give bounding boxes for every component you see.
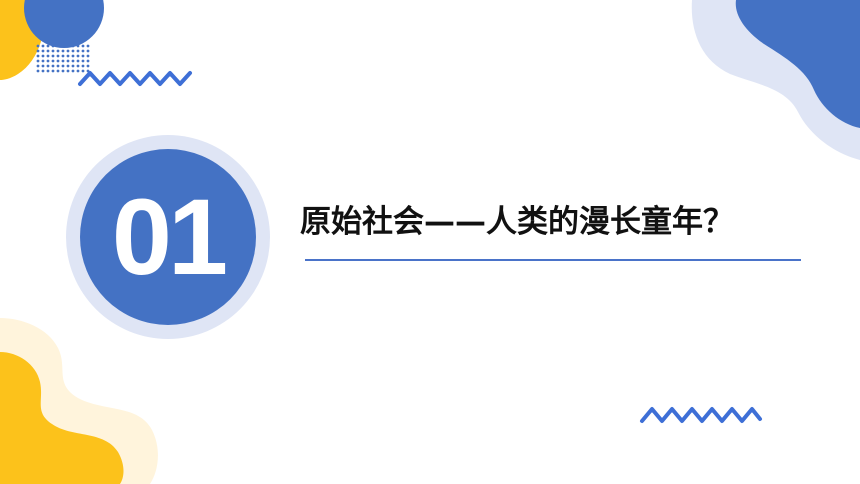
title-underline <box>305 259 801 261</box>
dot-pattern <box>36 44 90 73</box>
zigzag-top <box>78 71 192 86</box>
section-title: 原始社会——人类的漫长童年？ <box>300 204 734 240</box>
zigzag-bottom-right <box>640 407 762 423</box>
section-number: 01 <box>111 176 228 297</box>
blue-blob-top-right <box>735 0 860 128</box>
section-number-disc <box>80 149 256 325</box>
blue-circle-top-left <box>24 0 104 48</box>
yellow-blob-bottom-left <box>0 352 124 484</box>
